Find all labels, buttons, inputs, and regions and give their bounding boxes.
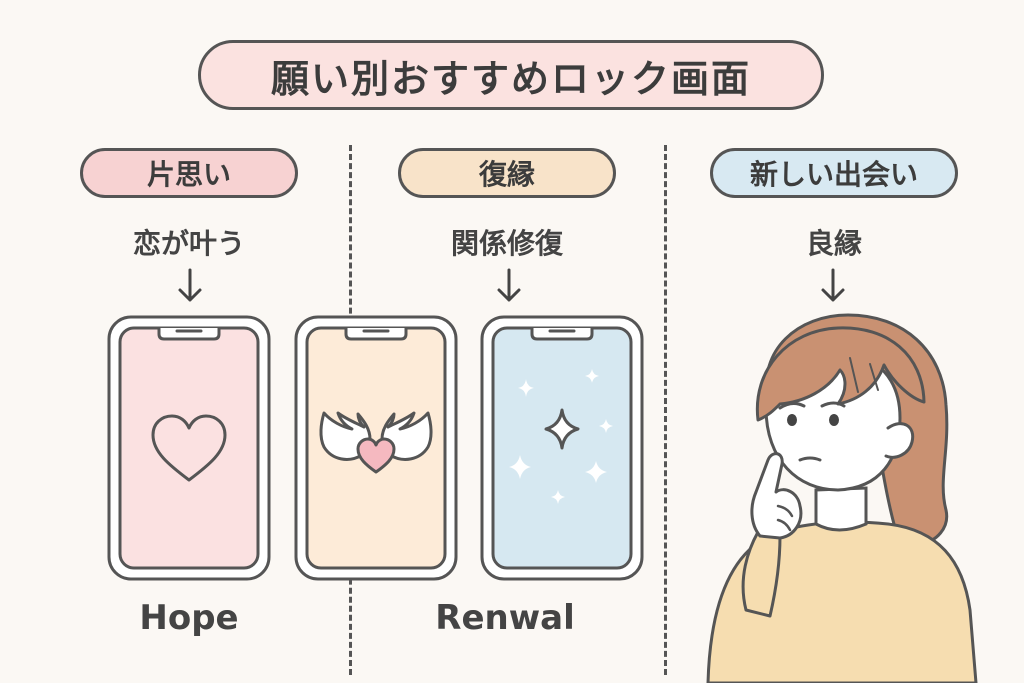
section-divider-right bbox=[664, 145, 667, 675]
caption-renwal: Renwal bbox=[435, 598, 575, 638]
wish-label-good-match: 良縁 bbox=[805, 227, 862, 260]
down-arrow-icon bbox=[178, 268, 202, 302]
phone-mockup-reunion bbox=[294, 315, 458, 581]
phone-mockup-renwal bbox=[480, 315, 644, 581]
caption-hope: Hope bbox=[139, 598, 239, 638]
phone-mockup-hope bbox=[107, 315, 271, 581]
down-arrow-icon bbox=[497, 268, 521, 302]
heart-icon bbox=[151, 414, 227, 482]
category-pill-new-encounter: 新しい出会い bbox=[710, 148, 958, 198]
winged-heart-icon bbox=[319, 411, 433, 474]
category-pill-reunion: 復縁 bbox=[398, 148, 616, 198]
down-arrow-icon bbox=[821, 268, 845, 302]
category-pill-unrequited-love: 片思い bbox=[80, 148, 298, 198]
wish-label-relationship-repair: 関係修復 bbox=[450, 227, 563, 260]
thinking-woman-illustration bbox=[706, 313, 978, 683]
sparkle-icon bbox=[509, 369, 613, 504]
page-title: 願い別おすすめロック画面 bbox=[198, 40, 824, 110]
wish-label-love-comes-true: 恋が叶う bbox=[132, 227, 245, 260]
